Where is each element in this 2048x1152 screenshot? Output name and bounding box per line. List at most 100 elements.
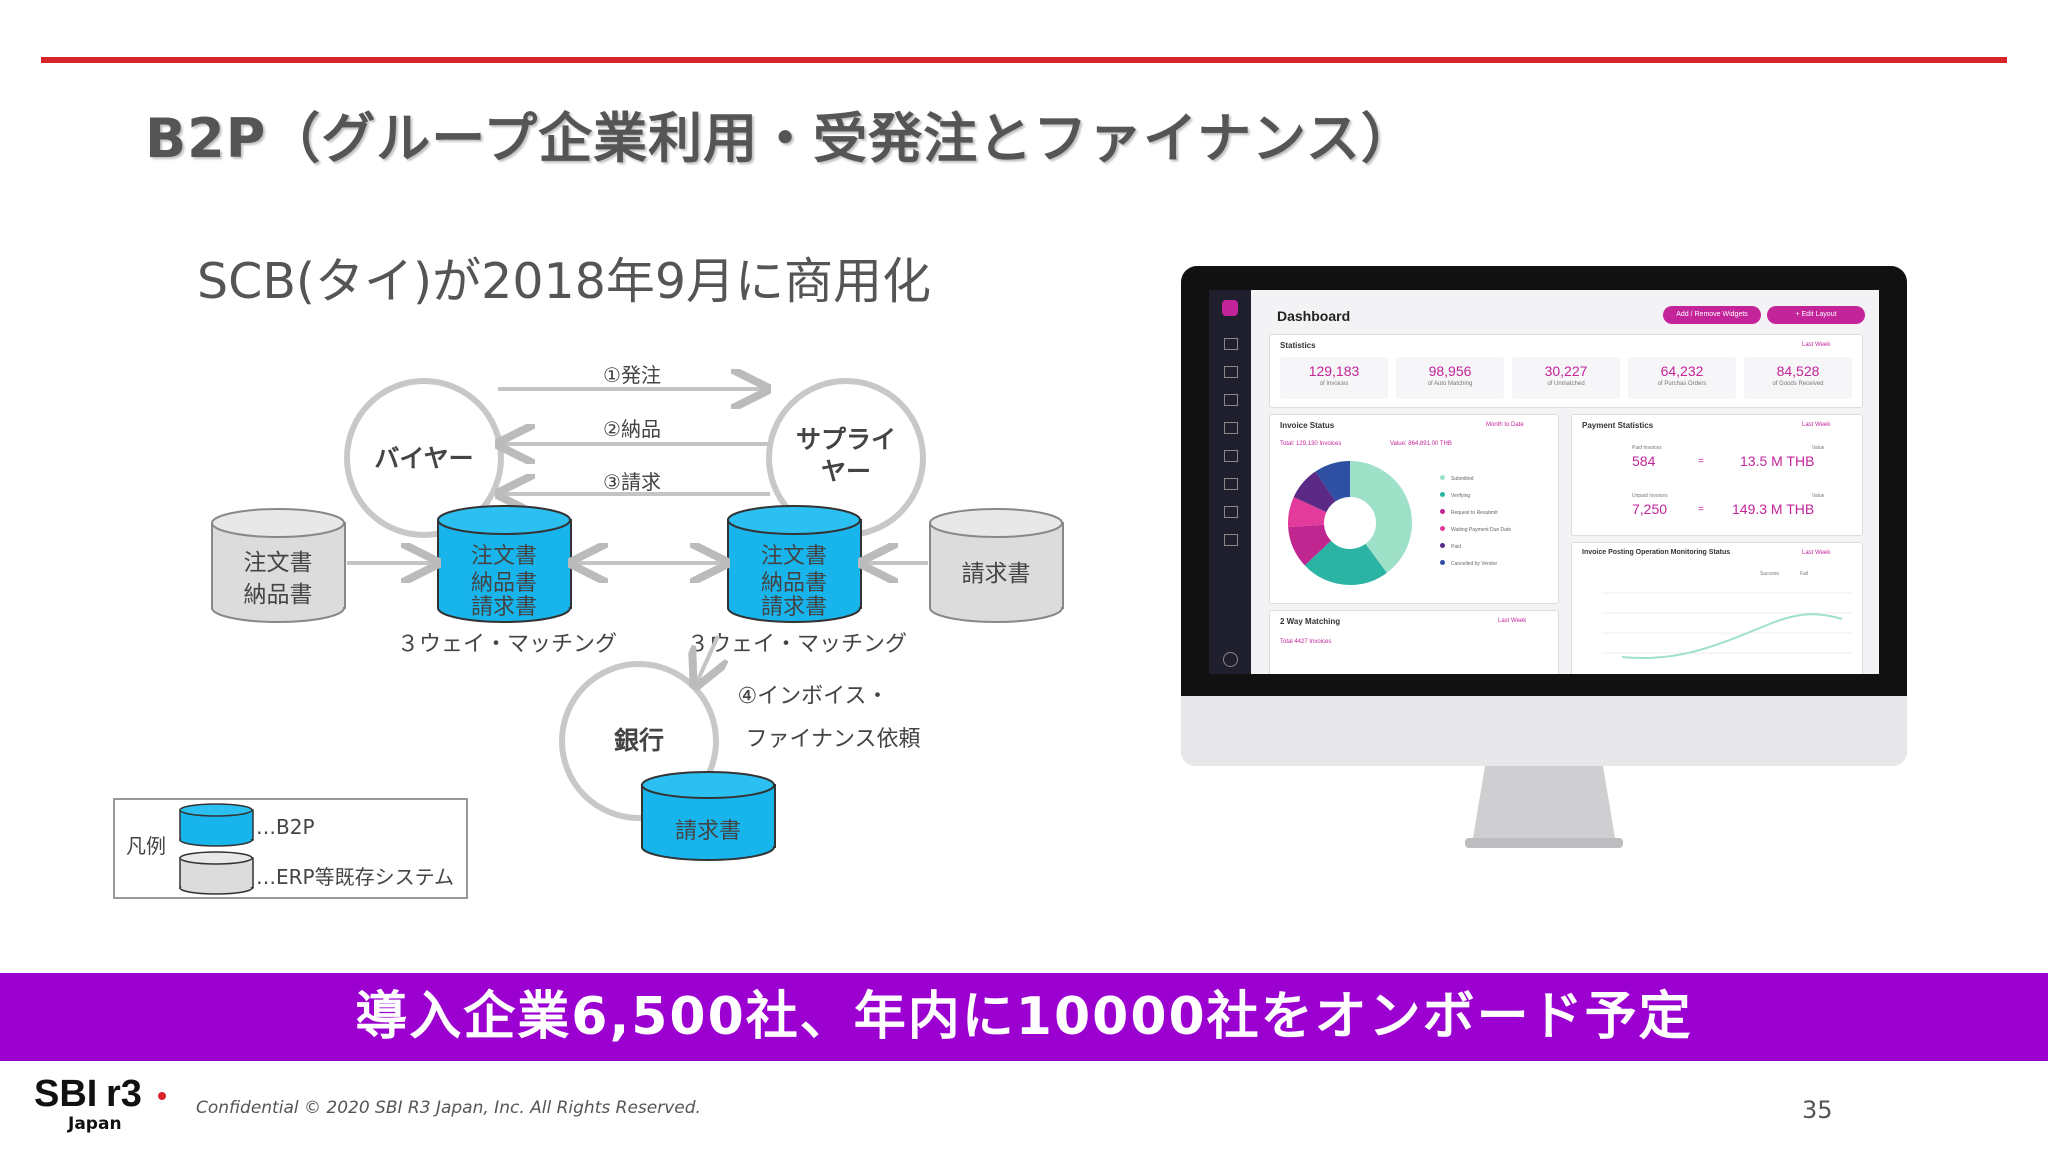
unpaid-value-label: Value (1812, 493, 1825, 499)
erp-right-text: 請求書 (962, 561, 1031, 587)
unpaid-invoices-label: Unpaid Invoices (1632, 493, 1668, 499)
paid-count: 584 (1632, 453, 1656, 469)
nav-icon-2[interactable] (1224, 366, 1238, 378)
payment-statistics-title: Payment Statistics (1582, 421, 1654, 430)
b2p-supplier-doc-2: 納品書 (761, 571, 827, 596)
nav-icon-8[interactable] (1224, 534, 1238, 546)
matching-right: ３ウェイ・マッチング (687, 632, 907, 657)
stat-value: 84,528 (1776, 363, 1820, 379)
legend-success: Success (1760, 571, 1779, 577)
posting-range[interactable]: Last Week (1802, 550, 1831, 556)
dashboard-screen: Dashboard Add / Remove Widgets + Edit La… (1209, 290, 1879, 674)
two-way-total: Total 4427 Invoices (1280, 639, 1332, 645)
stat-value: 64,232 (1660, 363, 1704, 379)
bank-circle (559, 661, 719, 821)
donut-legend-item: Paid (1440, 543, 1511, 560)
slide-subtitle: SCB(タイ)が2018年9月に商用化 (197, 253, 932, 310)
flow-finance-1: ④インボイス・ (737, 684, 888, 709)
legend-label: Verifying (1451, 493, 1471, 499)
paid-invoices-label: Paid Invoices (1632, 445, 1662, 451)
invoice-status-title: Invoice Status (1280, 421, 1335, 430)
app-logo-icon (1222, 300, 1238, 316)
legend-dot-icon (1440, 492, 1445, 497)
b2p-supplier-doc-3: 請求書 (761, 595, 827, 620)
title-rule (41, 57, 2007, 63)
invoice-total: Total: 129,130 Invoices (1280, 441, 1342, 447)
nav-icon-1[interactable] (1224, 338, 1238, 350)
nav-icon-4[interactable] (1224, 422, 1238, 434)
payment-range[interactable]: Last Week (1802, 422, 1831, 428)
unpaid-equals: = (1698, 504, 1704, 515)
posting-monitor-card: Invoice Posting Operation Monitoring Sta… (1571, 542, 1863, 674)
invoice-value: Value: 864,891.00 THB (1390, 441, 1452, 447)
b2p-buyer-doc-3: 請求書 (471, 595, 537, 620)
legend-b2p: …B2P (256, 815, 315, 839)
statistics-range[interactable]: Last Week (1802, 342, 1831, 348)
invoice-status-range[interactable]: Month to Date (1486, 422, 1524, 428)
b2p-supplier-doc-1: 注文書 (761, 544, 827, 569)
dashboard-title: Dashboard (1277, 308, 1351, 324)
legend-dot-icon (1440, 543, 1445, 548)
supplier-label-1: サプライ (796, 425, 896, 454)
two-way-matching-card: 2 Way Matching Last Week Total 4427 Invo… (1269, 610, 1559, 674)
flow-invoice-label: ③請求 (603, 470, 661, 494)
page-number: 35 (1802, 1096, 1833, 1124)
invoice-status-card: Invoice Status Month to Date Total: 129,… (1269, 414, 1559, 604)
erp-cylinder-left (211, 508, 346, 623)
legend-title: 凡例 (126, 834, 166, 858)
legend-erp: …ERP等既存システム (256, 865, 454, 889)
legend-b2p-swatch (179, 803, 254, 847)
add-remove-widgets-button[interactable]: Add / Remove Widgets (1663, 306, 1761, 324)
logo-subtext: Japan (68, 1114, 122, 1134)
donut-legend-item: Waiting Payment Due Date (1440, 526, 1511, 543)
legend-erp-swatch (179, 851, 254, 895)
flow-delivery-label: ②納品 (603, 417, 661, 441)
paid-value-label: Value (1812, 445, 1825, 451)
stat-value: 129,183 (1308, 363, 1360, 379)
dashboard-sidebar (1209, 290, 1251, 674)
b2p-cylinder-bank (641, 771, 776, 861)
posting-line-chart (1602, 592, 1852, 660)
stat-value: 30,227 (1544, 363, 1588, 379)
unpaid-count: 7,250 (1632, 501, 1668, 517)
donut-legend-item: Submitted (1440, 475, 1511, 492)
legend-label: Submitted (1451, 476, 1474, 482)
b2p-buyer-doc-1: 注文書 (471, 544, 537, 569)
legend-dot-icon (1440, 526, 1445, 531)
payment-statistics-card: Payment Statistics Last Week Paid Invoic… (1571, 414, 1863, 536)
legend-dot-icon (1440, 560, 1445, 565)
legend-label: Waiting Payment Due Date (1451, 527, 1512, 533)
nav-icon-5[interactable] (1224, 450, 1238, 462)
donut-legend-item: Cancelled by Vendor (1440, 560, 1511, 577)
nav-icon-3[interactable] (1224, 394, 1238, 406)
edit-layout-button[interactable]: + Edit Layout (1767, 306, 1865, 324)
stat-label: of Goods Received (1772, 381, 1824, 387)
legend-label: Request to Resubmit (1451, 510, 1498, 516)
invoice-status-donut (1288, 461, 1412, 585)
legend-label: Paid (1451, 544, 1462, 550)
supplier-label-2: ヤー (821, 457, 871, 486)
user-icon[interactable] (1223, 652, 1238, 667)
bank-label: 銀行 (614, 726, 664, 755)
b2p-flow-diagram: バイヤー サプライ ヤー 銀行 ①発注 ②納品 ③請求 注文書 納品書 請求書 … (113, 363, 1064, 899)
two-way-title: 2 Way Matching (1280, 617, 1341, 626)
monitor-chin (1181, 696, 1907, 766)
stat-label: of Unmatched (1547, 381, 1585, 387)
stat-tile: 30,227 of Unmatched (1512, 357, 1620, 399)
finance-arrow (697, 635, 718, 682)
legend-dot-icon (1440, 509, 1445, 514)
donut-legend-item: Request to Resubmit (1440, 509, 1511, 526)
flow-order-label: ①発注 (603, 363, 661, 387)
nav-icon-7[interactable] (1224, 506, 1238, 518)
nav-icon-6[interactable] (1224, 478, 1238, 490)
donut-legend-item: Verifying (1440, 492, 1511, 509)
posting-title: Invoice Posting Operation Monitoring Sta… (1582, 549, 1731, 556)
buyer-label: バイヤー (374, 444, 473, 473)
stat-label: of Auto Matching (1427, 381, 1473, 387)
two-way-range[interactable]: Last Week (1498, 618, 1527, 624)
erp-left-text-2: 納品書 (244, 582, 313, 608)
legend-box (113, 798, 468, 899)
